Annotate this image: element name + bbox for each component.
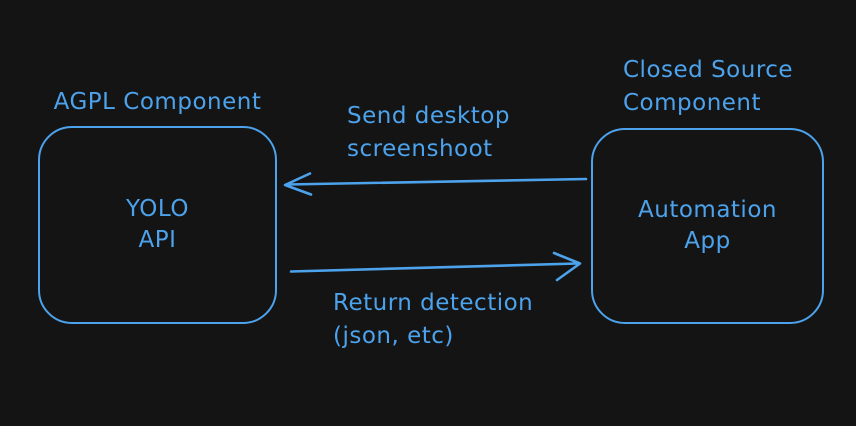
arrow-send-screenshot [283, 172, 588, 196]
right-box-caption: Closed Source Component [623, 54, 793, 120]
yolo-api-label-line-2: API [138, 227, 177, 253]
send-arrow-label: Send desktop screenshoot [347, 100, 510, 166]
automation-app-box: Automation App [591, 128, 824, 324]
send-arrow-label-line-2: screenshoot [347, 136, 493, 162]
automation-app-label-line-1: Automation [638, 197, 777, 223]
automation-app-label-line-2: App [684, 228, 731, 254]
yolo-api-box: YOLO API [38, 126, 277, 324]
right-box-caption-line-1: Closed Source [623, 57, 794, 83]
return-arrow-label: Return detection (json, etc) [333, 287, 533, 353]
left-box-caption-line: AGPL Component [53, 89, 262, 115]
automation-app-box-label: Automation App [638, 195, 777, 257]
arrow-return-detection [289, 251, 582, 282]
right-box-caption-line-2: Component [623, 90, 762, 116]
yolo-api-label-line-1: YOLO [126, 196, 189, 222]
yolo-api-box-label: YOLO API [126, 194, 189, 256]
return-arrow-label-line-2: (json, etc) [333, 323, 454, 349]
send-arrow-label-line-1: Send desktop [347, 103, 510, 129]
return-arrow-label-line-1: Return detection [333, 290, 534, 316]
left-box-caption: AGPL Component [38, 86, 277, 119]
